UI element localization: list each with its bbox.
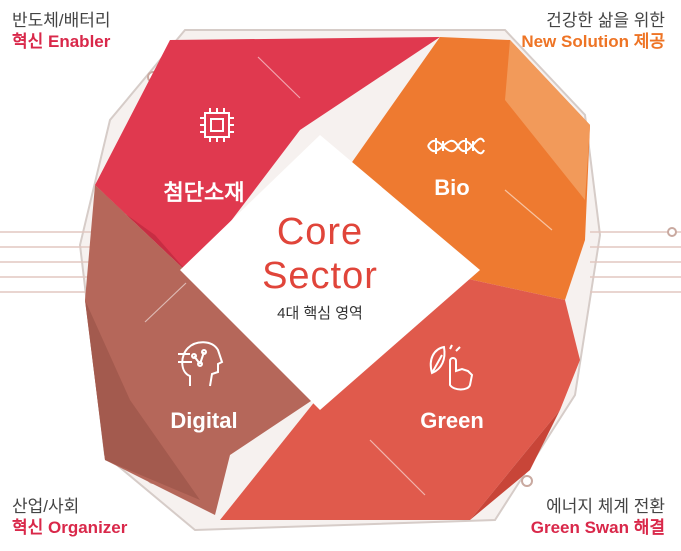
corner-caption: 건강한 삶을 위한 <box>546 11 665 30</box>
center-subtitle: 4대 핵심 영역 <box>277 305 363 322</box>
center-title-line2: Sector <box>262 255 378 297</box>
crease-lines <box>144 56 553 496</box>
sector-fold-shade <box>505 40 590 200</box>
right-lines <box>590 231 681 293</box>
center-diamond <box>180 135 480 410</box>
dna-icon <box>427 137 485 155</box>
corner-highlight: 혁신 Enabler <box>12 32 111 52</box>
sector-advanced-materials[interactable] <box>95 37 440 275</box>
corner-caption: 에너지 체계 전환 <box>546 497 665 516</box>
sector-label-advanced-materials[interactable]: 첨단소재 <box>163 180 245 205</box>
corner-bottom-left: 산업/사회 혁신 Organizer <box>12 496 127 539</box>
connector-dot <box>667 227 677 237</box>
sector-label-green[interactable]: Green <box>420 408 484 433</box>
corner-caption: 반도체/배터리 <box>12 11 111 30</box>
connector-dot <box>521 475 533 487</box>
corner-highlight: Green Swan 해결 <box>530 518 665 538</box>
corner-top-left: 반도체/배터리 혁신 Enabler <box>12 10 111 53</box>
leaf-hand-icon <box>429 344 474 391</box>
sector-green[interactable] <box>220 275 580 520</box>
sector-label-digital[interactable]: Digital <box>170 408 238 433</box>
corner-highlight: New Solution 제공 <box>521 32 665 52</box>
chip-icon <box>200 108 234 142</box>
corner-caption: 산업/사회 <box>12 497 80 516</box>
sector-fold-shade <box>470 410 560 520</box>
corner-top-right: 건강한 삶을 위한 New Solution 제공 <box>521 10 665 53</box>
center-title-line1: Core <box>276 211 364 253</box>
sector-label-bio[interactable]: Bio <box>434 175 470 200</box>
sector-fold-shade <box>85 300 200 500</box>
left-lines <box>0 231 96 293</box>
corner-bottom-right: 에너지 체계 전환 Green Swan 해결 <box>531 496 665 539</box>
corner-highlight: 혁신 Organizer <box>12 518 128 538</box>
ai-head-icon <box>178 341 224 387</box>
